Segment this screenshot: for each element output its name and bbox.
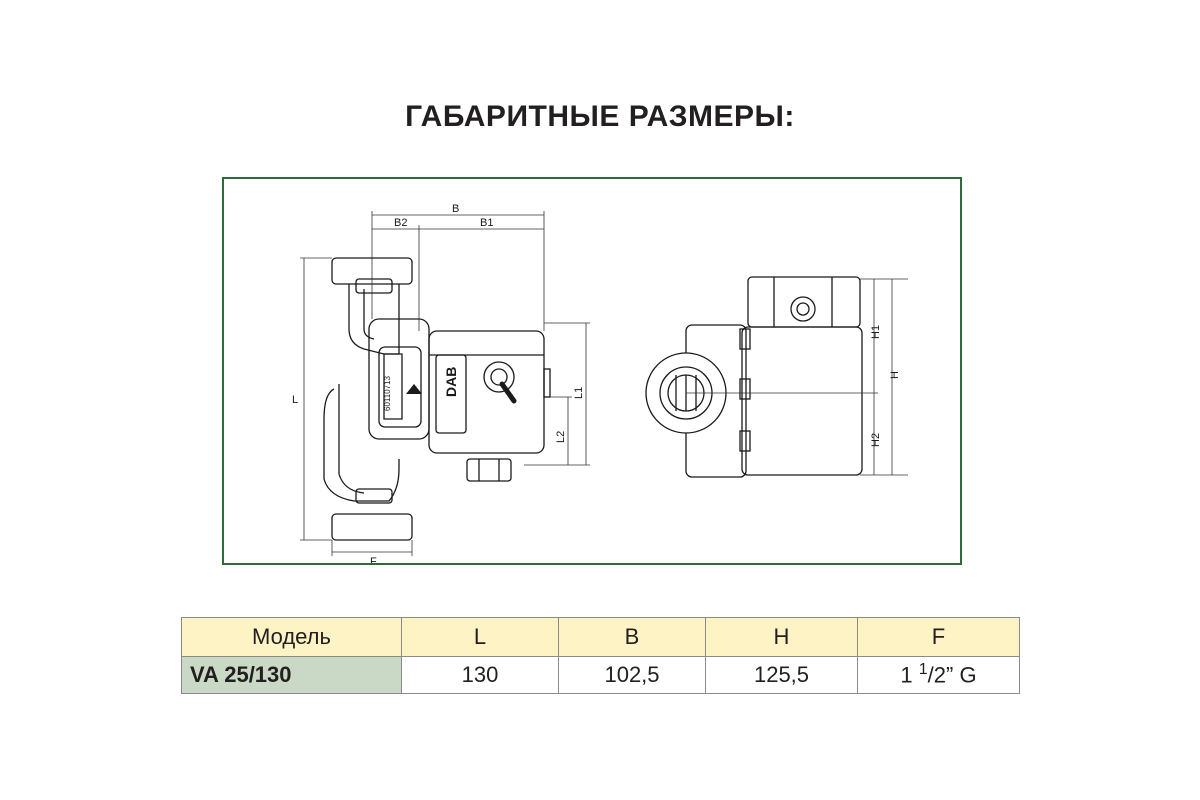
dim-label-b1: B1	[480, 217, 493, 229]
dim-label-l: L	[292, 394, 298, 406]
cell-f-frac-rest: /2” G	[927, 662, 977, 688]
table-row: VA 25/130 130 102,5 125,5 1 1/2” G	[181, 656, 1020, 694]
cell-h: 125,5	[705, 656, 858, 694]
dim-label-b2: B2	[394, 217, 407, 229]
spec-table: Модель L B H F VA 25/130 130 102,5 125,5…	[181, 617, 1020, 694]
housing-stamp: 60110713	[383, 375, 392, 411]
header-h: H	[705, 617, 858, 657]
header-b: B	[558, 617, 706, 657]
dim-label-h1: H1	[870, 325, 882, 339]
header-model: Модель	[181, 617, 402, 657]
dim-label-h2: H2	[870, 433, 882, 447]
cell-f-frac-num: 1	[918, 661, 928, 679]
dim-label-l2: L2	[555, 431, 567, 443]
page-title: ГАБАРИТНЫЕ РАЗМЕРЫ:	[405, 100, 795, 133]
cell-model: VA 25/130	[181, 656, 402, 694]
pump-drawing: DAB 60110713 B B2	[292, 203, 908, 563]
side-dimension-lines	[686, 278, 908, 476]
dim-label-h: H	[889, 371, 901, 379]
dim-label-f: F	[370, 556, 377, 563]
pump-side-view	[645, 276, 863, 478]
cell-b: 102,5	[558, 656, 706, 694]
table-header-row: Модель L B H F	[181, 617, 1020, 657]
front-dimension-lines	[300, 211, 590, 556]
header-l: L	[401, 617, 559, 657]
pump-front-view	[323, 257, 551, 541]
header-f: F	[857, 617, 1020, 657]
cell-f: 1 1/2” G	[857, 656, 1020, 694]
dimension-diagram: DAB 60110713 B B2	[222, 177, 962, 565]
dim-label-l1: L1	[573, 387, 585, 399]
cell-l: 130	[401, 656, 559, 694]
dim-label-b: B	[452, 203, 459, 215]
cell-f-whole: 1	[900, 662, 919, 688]
brand-logo-text: DAB	[443, 367, 459, 397]
